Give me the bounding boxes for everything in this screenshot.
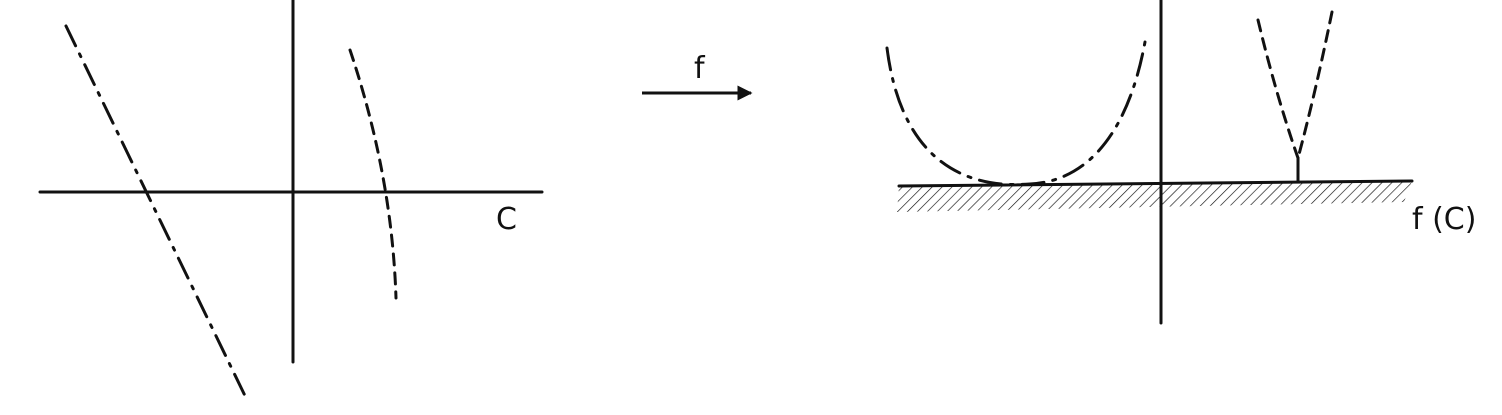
domain-dashed-curve bbox=[348, 48, 398, 300]
domain-plane-label: C bbox=[496, 202, 517, 237]
image-parabola-curve bbox=[885, 40, 1147, 187]
image-plane: f (C) bbox=[885, 0, 1476, 325]
image-hatched-region bbox=[897, 181, 1412, 212]
domain-dash-dot-line bbox=[64, 24, 250, 404]
map-arrow-group: f bbox=[642, 51, 753, 101]
image-slit-left-branch bbox=[1256, 18, 1300, 160]
image-slit-right-branch bbox=[1296, 10, 1334, 160]
image-plane-label: f (C) bbox=[1412, 202, 1476, 237]
map-label: f bbox=[694, 51, 706, 86]
image-boundary-line bbox=[897, 179, 1414, 188]
domain-plane: C bbox=[38, 0, 544, 404]
